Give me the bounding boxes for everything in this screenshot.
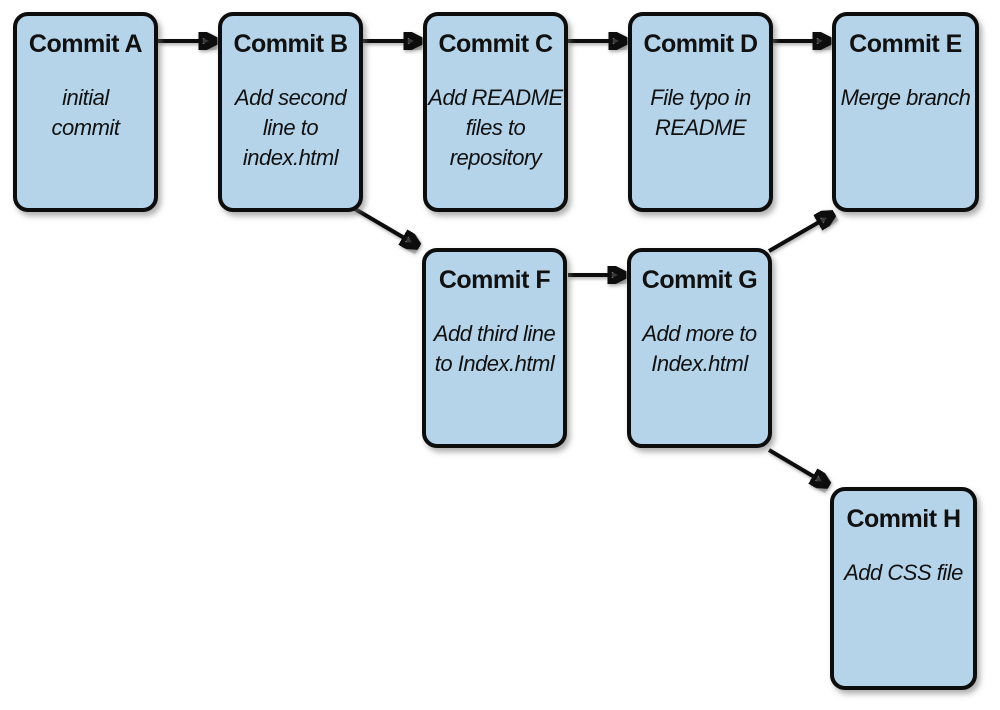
commit-node-c: Commit C Add README files to repository (423, 12, 568, 212)
node-title: Commit G (641, 266, 758, 294)
node-description: Add third line to Index.html (433, 321, 556, 376)
node-title: Commit B (233, 30, 348, 58)
node-title: Commit D (643, 30, 758, 58)
node-description: Add CSS file (844, 560, 963, 585)
commit-node-g: Commit G Add more to Index.html (627, 248, 772, 448)
commit-node-e: Commit E Merge branch (832, 12, 979, 212)
edge-g-h (767, 448, 828, 485)
commit-node-f: Commit F Add third line to Index.html (422, 248, 567, 448)
node-title: Commit H (846, 505, 961, 533)
edge-b-f (353, 207, 418, 246)
node-title: Commit F (438, 266, 551, 294)
commit-node-h: Commit H Add CSS file (830, 487, 977, 690)
edge-g-e (767, 214, 833, 253)
node-title: Commit A (28, 30, 143, 58)
commit-node-d: Commit D File typo in README (628, 12, 773, 212)
node-description: Add README files to repository (428, 85, 563, 170)
node-description: File typo in README (650, 85, 751, 140)
node-title: Commit E (849, 30, 962, 58)
commit-node-b: Commit B Add second line to index.html (218, 12, 363, 212)
node-title: Commit C (438, 30, 553, 58)
node-description: Add second line to index.html (234, 85, 347, 170)
commit-node-a: Commit A initial commit (13, 12, 158, 212)
node-description: Merge branch (840, 85, 971, 110)
node-description: Add more to Index.html (642, 321, 757, 376)
node-description: initial commit (51, 85, 120, 140)
